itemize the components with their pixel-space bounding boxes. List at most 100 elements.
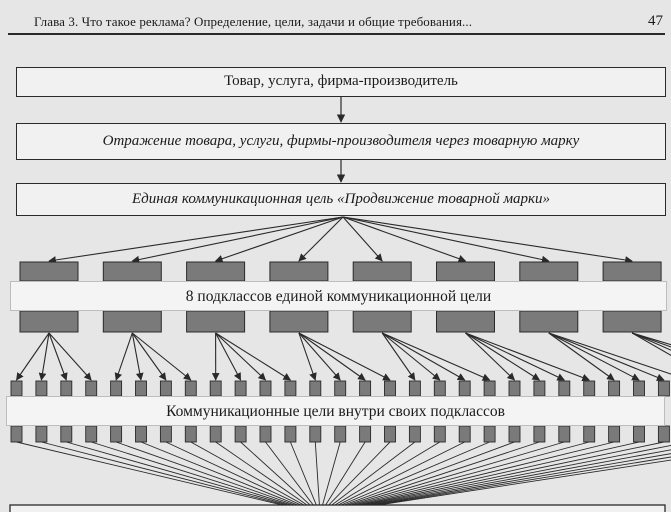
goal-block-bottom — [135, 425, 147, 443]
convergence-line — [323, 441, 465, 512]
arrow-subclass-to-goal — [48, 332, 92, 381]
convergence-line — [324, 441, 515, 512]
convergence-line — [324, 441, 540, 512]
arrow-goal-to-subclass — [342, 216, 383, 262]
subclass-block-top — [102, 261, 162, 282]
convergence-line — [215, 441, 318, 512]
arrow-subclass-to-goal — [631, 332, 671, 357]
goal-block-bottom — [433, 425, 446, 443]
subclass-block-bottom — [519, 310, 579, 333]
goal-block-top — [558, 380, 571, 397]
goal-block-top — [209, 380, 222, 397]
convergence-line — [289, 441, 320, 512]
subclass-block-top — [186, 261, 246, 282]
convergence-line — [325, 441, 590, 512]
arrow-subclass-to-goal — [381, 332, 491, 381]
goal-block-top — [110, 380, 123, 397]
goal-block-top — [334, 380, 347, 397]
convergence-line — [16, 441, 314, 512]
arrow-subclass-to-goal — [114, 332, 133, 381]
goal-block-bottom — [334, 425, 347, 443]
header-rule — [8, 33, 665, 35]
convergence-line — [320, 441, 341, 512]
goal-block-bottom — [209, 425, 222, 443]
arrow-subclass-to-goal — [215, 332, 242, 381]
arrow-goal-to-subclass — [342, 216, 633, 264]
goal-block-bottom — [10, 425, 23, 443]
convergence-line — [190, 441, 318, 512]
arrow-subclass-to-goal — [381, 332, 466, 381]
goal-block-top — [608, 380, 621, 397]
subclass-block-top — [352, 261, 412, 282]
arrow-subclass-to-goal — [381, 332, 416, 381]
arrow-subclass-to-goal — [38, 332, 50, 381]
arrow-subclass-to-goal — [548, 332, 671, 375]
subclass-block-top — [19, 261, 79, 282]
convergence-line — [328, 449, 671, 512]
goal-block-bottom — [85, 425, 98, 443]
arrow-subclass-to-goal — [631, 332, 671, 351]
goal-block-top — [359, 380, 372, 397]
convergence-line — [325, 441, 565, 512]
goal-block-top — [35, 380, 48, 397]
subclass-block-bottom — [602, 310, 662, 333]
arrow-goal-to-subclass — [342, 216, 550, 264]
goal-block-bottom — [35, 425, 48, 443]
goal-block-top — [159, 380, 172, 397]
convergence-line — [327, 445, 671, 512]
arrow-goal-to-subclass — [298, 216, 344, 262]
convergence-line — [320, 441, 366, 512]
arrow-subclass-to-goal — [131, 332, 167, 381]
goal-block-top — [483, 380, 496, 397]
arrow-subclass-to-goal — [131, 332, 192, 381]
goal-block-top — [583, 380, 596, 397]
convergence-line — [326, 441, 640, 512]
arrow-goal-to-subclass — [342, 216, 467, 263]
convergence-line — [41, 441, 315, 512]
goal-block-bottom — [558, 425, 571, 443]
goal-block-bottom — [384, 425, 396, 443]
convergence-line — [330, 459, 671, 512]
goal-block-bottom — [60, 425, 73, 443]
convergence-line — [91, 441, 316, 512]
arrow-subclass-to-goal — [465, 332, 565, 381]
arrow-subclass-to-goal — [548, 332, 665, 381]
goal-block-bottom — [508, 425, 521, 443]
convergence-line — [327, 441, 664, 512]
arrow-subclass-to-goal — [465, 332, 590, 382]
goal-block-top — [657, 380, 670, 397]
page-number: 47 — [648, 13, 663, 29]
convergence-line — [326, 441, 615, 512]
arrow-goal-to-subclass — [131, 216, 344, 264]
subclass-block-bottom — [352, 310, 412, 333]
goal-block-bottom — [458, 425, 471, 443]
arrow-subclass-to-goal — [215, 332, 292, 381]
subclass-block-bottom — [102, 310, 162, 333]
arrow-subclass-to-goal — [465, 332, 541, 381]
goal-block-bottom — [110, 425, 123, 443]
goal-block-top — [284, 380, 297, 397]
bottom-box-partial — [9, 504, 666, 512]
goal-block-top — [633, 380, 645, 397]
arrow-subclass-to-goal — [131, 332, 144, 381]
convergence-line — [265, 441, 320, 512]
arrow-subclass-to-goal — [465, 332, 516, 381]
convergence-line — [321, 441, 416, 512]
goal-block-top — [135, 380, 147, 397]
convergence-line — [66, 441, 315, 512]
arrow-subclass-to-goal — [548, 332, 640, 381]
arrow-subclass-to-goal — [381, 332, 441, 381]
chapter-header: Глава 3. Что такое реклама? Определение,… — [34, 14, 473, 29]
goal-block-bottom — [234, 425, 247, 443]
subclass-block-bottom — [186, 310, 246, 333]
subclasses-band: 8 подклассов единой коммуникационной цел… — [10, 281, 667, 311]
product-box: Товар, услуга, фирма-производитель — [16, 67, 666, 97]
goal-block-top — [384, 380, 396, 397]
goal-block-bottom — [533, 425, 546, 443]
goal-block-top — [259, 380, 272, 397]
arrow-subclass-to-goal — [298, 332, 391, 381]
subclass-block-top — [436, 261, 495, 282]
convergence-line — [329, 456, 671, 512]
arrow-subclass-to-goal — [215, 332, 267, 381]
goal-block-bottom — [184, 425, 197, 443]
